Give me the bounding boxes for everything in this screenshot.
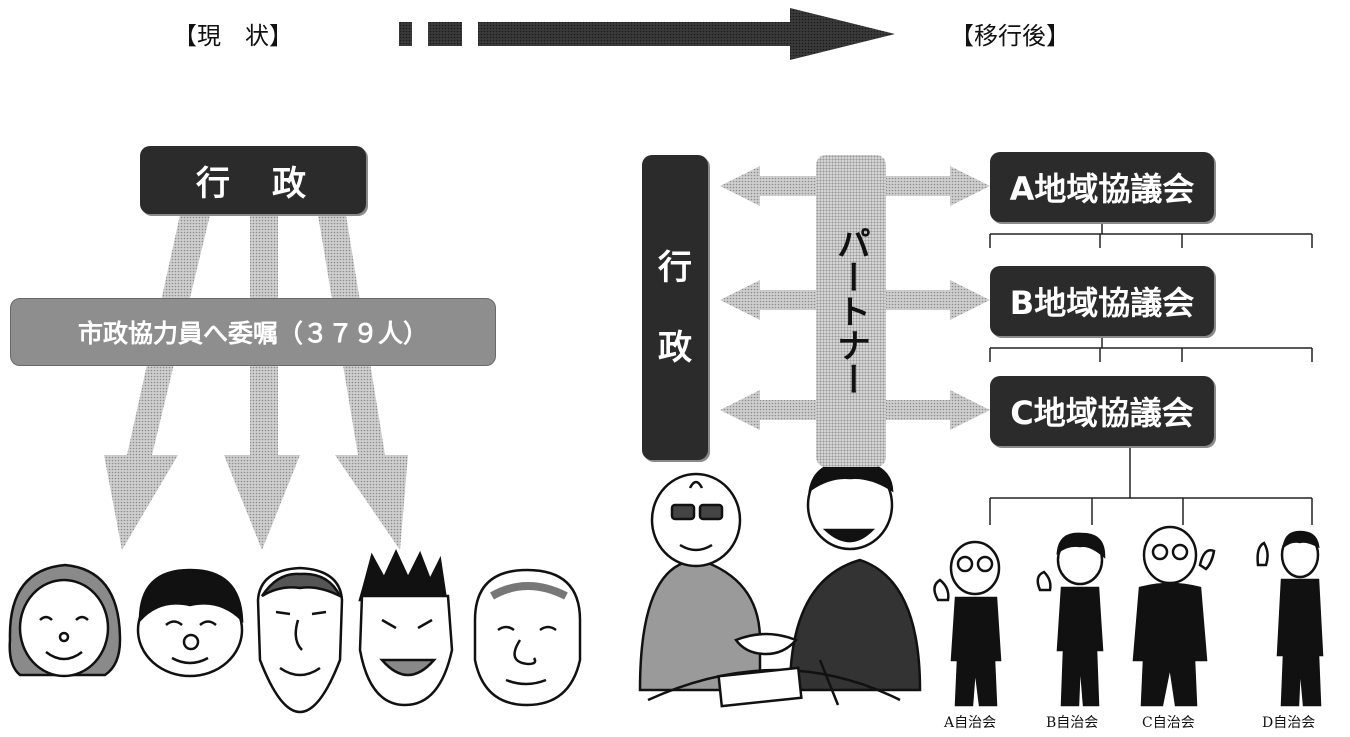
citizen-faces xyxy=(8,549,582,714)
left-arrows xyxy=(104,215,408,550)
association-a-caption: A自治会 xyxy=(944,715,997,731)
left-gov-box: 行 政 xyxy=(140,146,366,214)
association-c-caption: C自治会 xyxy=(1142,715,1195,731)
face-woman xyxy=(8,563,122,678)
handshake-illustration xyxy=(638,459,922,708)
right-gov-box: 行 政 xyxy=(642,155,708,460)
after-migration-label: 【移行後】 xyxy=(950,22,1070,50)
face-boy xyxy=(136,568,244,678)
person-b xyxy=(1036,532,1106,707)
commission-banner: 市政協力員へ委嘱（３７９人） xyxy=(10,298,496,366)
council-tree-lines xyxy=(989,222,1313,525)
person-a xyxy=(933,540,1002,707)
partner-label: パートナー xyxy=(830,226,871,396)
council-b-box: B地域協議会 xyxy=(990,266,1214,336)
person-d xyxy=(1256,530,1324,707)
transition-arrow xyxy=(399,8,895,60)
person-c xyxy=(1132,525,1216,707)
partner-column: パートナー xyxy=(816,155,886,467)
current-state-label: 【現 状】 xyxy=(173,22,293,50)
association-d-caption: D自治会 xyxy=(1262,715,1316,731)
face-bald-man xyxy=(473,568,582,707)
association-b-caption: B自治会 xyxy=(1046,715,1099,731)
face-spiky-boy xyxy=(358,549,454,707)
face-old-man xyxy=(256,566,344,714)
association-people xyxy=(933,525,1324,707)
council-a-box: A地域協議会 xyxy=(990,152,1214,222)
council-c-box: C地域協議会 xyxy=(990,376,1214,446)
